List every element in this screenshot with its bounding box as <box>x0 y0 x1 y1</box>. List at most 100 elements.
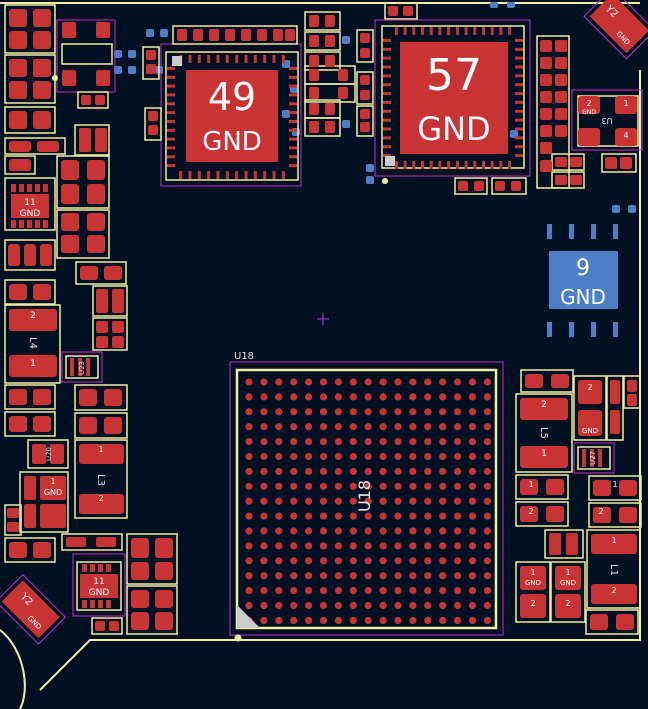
bga-ball <box>275 512 283 520</box>
qfn-pin <box>412 161 416 169</box>
bga-ball <box>483 423 491 431</box>
qfn-pin <box>447 161 451 169</box>
reference-label: U3 <box>602 116 613 125</box>
pad-number-label: 1 <box>623 99 628 108</box>
bga-ball <box>468 438 477 446</box>
qfn-pin <box>263 171 267 179</box>
bga-ball <box>275 616 283 625</box>
bga-ball <box>305 527 313 535</box>
pad-number-label: 1 <box>98 445 103 454</box>
qfn-pin <box>515 65 523 69</box>
bga-ball <box>245 452 253 461</box>
bga-ball <box>349 542 357 550</box>
qfn-pin <box>438 27 442 35</box>
qfn-pin <box>281 55 285 63</box>
bga-ball <box>468 557 477 565</box>
pad-number-label: 2 <box>528 507 533 516</box>
qfn-pin <box>253 171 257 179</box>
bga-ball <box>349 497 357 505</box>
bga-ball <box>424 572 432 580</box>
bga-ball <box>394 587 402 595</box>
bga-ball <box>349 423 357 431</box>
qfn-pin <box>429 161 433 169</box>
bga-ball <box>290 393 298 401</box>
bga-ball <box>349 572 357 580</box>
bga-ball <box>275 527 283 535</box>
bga-ball <box>305 616 313 625</box>
pad-number-label: 1 <box>30 359 36 369</box>
bga-ball <box>245 438 253 446</box>
qfn-pin <box>289 164 297 168</box>
qfn-pin <box>235 55 239 63</box>
bga-ball <box>439 542 447 550</box>
bga-ball <box>483 527 491 535</box>
reference-label: L4 <box>27 337 38 349</box>
bga-ball <box>305 497 313 505</box>
bga-ball <box>260 467 268 475</box>
qfn-pin <box>438 161 442 169</box>
bga-ball <box>275 557 283 565</box>
bga-ball <box>349 467 357 475</box>
backside-ic-9: 9 GND <box>547 224 618 337</box>
bga-ball <box>394 423 402 431</box>
inductor-l3: 1 2 L3 <box>74 439 128 519</box>
bga-ball <box>454 452 462 461</box>
bga-ball <box>245 423 253 431</box>
bga-ball <box>305 601 313 610</box>
pad-number-label: 2 <box>598 507 603 516</box>
bga-ball <box>424 527 432 535</box>
bga-ball <box>245 572 253 580</box>
bga-ball <box>275 587 283 595</box>
bga-ball <box>454 542 462 550</box>
bga-ball <box>349 393 357 401</box>
bga-ball <box>245 542 253 550</box>
bga-ball <box>468 601 477 610</box>
qfn-pin <box>515 136 523 140</box>
bga-ball <box>394 408 402 416</box>
qfn-pin <box>167 102 175 106</box>
pad-number-label: 2 <box>565 599 570 608</box>
bga-ball <box>439 482 447 490</box>
pad-number-label: 4 <box>623 131 628 140</box>
qfn-pin <box>188 55 192 63</box>
bga-ball <box>334 601 342 610</box>
bga-ball <box>409 467 417 475</box>
bga-ball <box>468 497 477 505</box>
bga-ball <box>275 423 283 431</box>
qfn-pin <box>253 55 257 63</box>
bga-ball <box>483 587 491 595</box>
bga-ball <box>245 527 253 535</box>
qfn-pin <box>289 111 297 115</box>
bga-ball <box>424 408 432 416</box>
bga-ball <box>468 393 477 401</box>
bga-ball <box>260 452 268 461</box>
qfn-pin <box>383 154 391 158</box>
pad-number-label: 2 <box>30 311 36 321</box>
bga-ball <box>394 482 402 490</box>
bga-ball <box>379 408 387 416</box>
qfn-pin <box>403 27 407 35</box>
bga-ball <box>409 408 417 416</box>
bga-ball <box>319 557 328 565</box>
qfn-pin <box>412 27 416 35</box>
bga-ball <box>424 497 432 505</box>
bga-ball <box>364 408 372 416</box>
bga-ball <box>379 587 387 595</box>
bga-ball <box>290 452 298 461</box>
bga-ball <box>394 378 402 386</box>
bga-ball <box>305 452 313 461</box>
bga-ball <box>424 378 432 386</box>
bga-ball <box>468 408 477 416</box>
qfn-pin <box>429 27 433 35</box>
bga-ball <box>424 423 432 431</box>
bga-ball <box>364 393 372 401</box>
bga-ball <box>290 408 298 416</box>
bga-ball <box>260 601 268 610</box>
pad-number-label: 1 <box>612 480 617 489</box>
bga-ball <box>334 482 342 490</box>
bga-ball <box>394 557 402 565</box>
bga-ball <box>409 572 417 580</box>
bga-ball <box>334 572 342 580</box>
qfn-pin <box>167 66 175 70</box>
bga-ball <box>260 512 268 520</box>
